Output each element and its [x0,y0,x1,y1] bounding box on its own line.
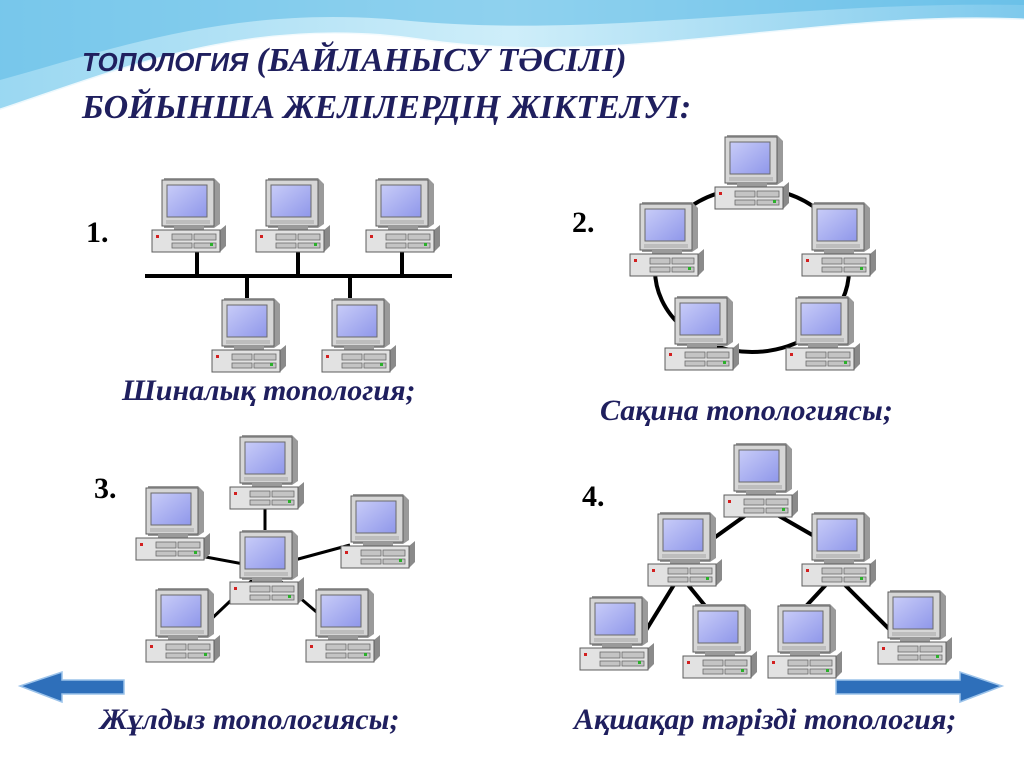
bus-caption: Шиналық топология; [122,374,416,407]
star-computer [229,434,305,510]
bus-topology [145,250,452,298]
ring-computer [714,134,790,210]
tree-computer [647,511,723,587]
header-wave-decoration [0,0,1024,112]
arrow-right-icon[interactable] [835,670,1005,704]
bus-computer [321,297,397,373]
bus-computer [365,177,441,253]
tree-caption: Ақшақар тәрізді топология; [574,703,957,736]
star-computer [135,485,211,561]
topology-number-2: 2. [572,206,595,239]
star-computer [145,587,221,663]
title-part2: (БАЙЛАНЫСУ ТӘСІЛІ) [248,42,627,79]
ring-caption: Сақина топологиясы; [600,394,893,427]
topology-number-1: 1. [86,216,109,249]
tree-computer [767,603,843,679]
arrow-left-icon[interactable] [17,670,125,704]
star-computer [305,587,381,663]
topology-number-3: 3. [94,472,117,505]
tree-computer [877,589,953,665]
ring-computer [785,295,861,371]
tree-computer [682,603,758,679]
ring-computer [801,201,877,277]
topology-number-4: 4. [582,480,605,513]
page-title: ТОПОЛОГИЯ (БАЙЛАНЫСУ ТӘСІЛІ) БОЙЫНША ЖЕЛ… [82,38,982,131]
bus-computer [255,177,331,253]
tree-root-computer [723,442,799,518]
title-line2: БОЙЫНША ЖЕЛІЛЕРДІҢ ЖІКТЕЛУІ: [82,89,692,126]
ring-computer [664,295,740,371]
bus-computer [151,177,227,253]
bus-computer [211,297,287,373]
title-part1: ТОПОЛОГИЯ [82,47,249,77]
star-hub-computer [229,529,305,605]
tree-computer [579,595,655,671]
ring-computer [629,201,705,277]
star-caption: Жұлдыз топологиясы; [100,703,400,736]
tree-computer [801,511,877,587]
star-computer [340,493,416,569]
